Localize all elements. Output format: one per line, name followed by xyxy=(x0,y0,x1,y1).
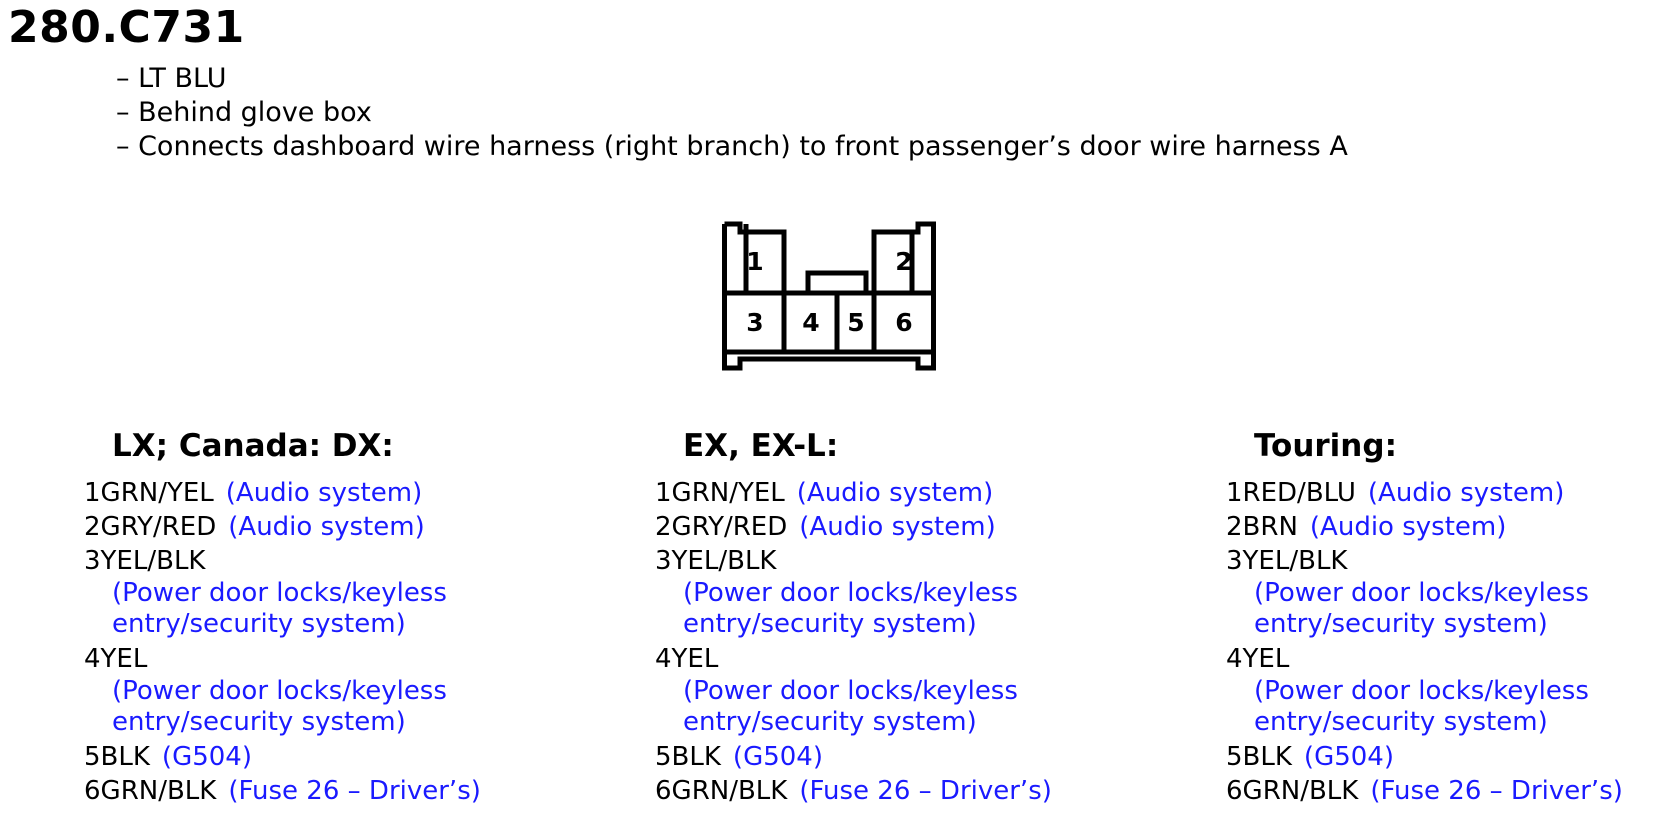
circuit-link[interactable]: (Power door locks/keyless entry/security… xyxy=(1254,578,1589,639)
pin-label-6: 6 xyxy=(895,308,912,337)
trim-column-ex: EX, EX-L: 1GRN/YEL(Audio system) 2GRY/RE… xyxy=(655,424,1175,808)
circuit-link[interactable]: (Fuse 26 – Driver’s) xyxy=(228,776,481,806)
circuit-link[interactable]: (G504) xyxy=(1303,742,1394,772)
circuit-link[interactable]: (Audio system) xyxy=(799,512,996,542)
pin-entry-4: 4YEL(Power door locks/keyless entry/secu… xyxy=(84,642,604,738)
note-connection: – Connects dashboard wire harness (right… xyxy=(116,131,1348,162)
pin-entry-3: 3YEL/BLK(Power door locks/keyless entry/… xyxy=(84,544,604,640)
pin-entry-4: 4YEL(Power door locks/keyless entry/secu… xyxy=(1226,642,1653,738)
pin-label-3: 3 xyxy=(746,308,763,337)
locking-tab xyxy=(805,270,869,293)
pin-entry-2: 2BRN(Audio system) xyxy=(1226,512,1507,542)
circuit-link[interactable]: (Power door locks/keyless entry/security… xyxy=(112,676,447,737)
pin-entry-1: 1RED/BLU(Audio system) xyxy=(1226,478,1565,508)
note-color: – LT BLU xyxy=(116,63,227,94)
pin-label-2: 2 xyxy=(895,247,912,276)
circuit-link[interactable]: (Audio system) xyxy=(228,512,425,542)
pin-entry-5: 5BLK(G504) xyxy=(1226,742,1394,772)
pin-entry-6: 6GRN/BLK(Fuse 26 – Driver’s) xyxy=(1226,776,1623,806)
circuit-link[interactable]: (Power door locks/keyless entry/security… xyxy=(1254,676,1589,737)
circuit-link[interactable]: (Audio system) xyxy=(1309,512,1507,542)
circuit-link[interactable]: (G504) xyxy=(732,742,823,772)
pin-entry-1: 1GRN/YEL(Audio system) xyxy=(84,478,423,508)
connector-face-diagram: 1 2 3 4 5 6 xyxy=(722,221,936,371)
pin-entry-3: 3YEL/BLK(Power door locks/keyless entry/… xyxy=(655,544,1175,640)
pin-entry-3: 3YEL/BLK(Power door locks/keyless entry/… xyxy=(1226,544,1653,640)
pin-label-4: 4 xyxy=(802,308,819,337)
pin-label-5: 5 xyxy=(847,308,864,337)
circuit-link[interactable]: (Fuse 26 – Driver’s) xyxy=(799,776,1052,806)
pin-label-1: 1 xyxy=(746,247,763,276)
pin-entry-1: 1GRN/YEL(Audio system) xyxy=(655,478,994,508)
connector-housing-outline xyxy=(722,221,936,371)
trim-column-lx: LX; Canada: DX: 1GRN/YEL(Audio system) 2… xyxy=(84,424,604,808)
trim-column-touring: Touring: 1RED/BLU(Audio system) 2BRN(Aud… xyxy=(1226,424,1653,808)
pin-entry-5: 5BLK(G504) xyxy=(655,742,823,772)
circuit-link[interactable]: (Audio system) xyxy=(225,478,423,508)
circuit-link[interactable]: (Audio system) xyxy=(1367,478,1565,508)
circuit-link[interactable]: (Power door locks/keyless entry/security… xyxy=(112,578,447,639)
circuit-link[interactable]: (Fuse 26 – Driver’s) xyxy=(1370,776,1623,806)
pin-entry-2: 2GRY/RED(Audio system) xyxy=(655,512,996,542)
pin-entry-6: 6GRN/BLK(Fuse 26 – Driver’s) xyxy=(655,776,1052,806)
trim-column-title: Touring: xyxy=(1254,428,1397,464)
pin-list: 1RED/BLU(Audio system) 2BRN(Audio system… xyxy=(1226,476,1653,808)
circuit-link[interactable]: (Power door locks/keyless entry/security… xyxy=(683,676,1018,737)
circuit-link[interactable]: (Power door locks/keyless entry/security… xyxy=(683,578,1018,639)
trim-column-title: LX; Canada: DX: xyxy=(112,428,394,464)
trim-column-title: EX, EX-L: xyxy=(683,428,839,464)
connector-notes: – LT BLU – Behind glove box – Connects d… xyxy=(116,62,1348,164)
pin-entry-6: 6GRN/BLK(Fuse 26 – Driver’s) xyxy=(84,776,481,806)
bottom-row-dividers xyxy=(724,293,934,355)
pin-list: 1GRN/YEL(Audio system) 2GRY/RED(Audio sy… xyxy=(655,476,1175,808)
pin-list: 1GRN/YEL(Audio system) 2GRY/RED(Audio sy… xyxy=(84,476,604,808)
note-location: – Behind glove box xyxy=(116,97,372,128)
pin-entry-4: 4YEL(Power door locks/keyless entry/secu… xyxy=(655,642,1175,738)
pin-entry-5: 5BLK(G504) xyxy=(84,742,252,772)
circuit-link[interactable]: (G504) xyxy=(161,742,252,772)
pin-entry-2: 2GRY/RED(Audio system) xyxy=(84,512,425,542)
connector-title: 280.C731 xyxy=(8,2,245,53)
circuit-link[interactable]: (Audio system) xyxy=(796,478,994,508)
